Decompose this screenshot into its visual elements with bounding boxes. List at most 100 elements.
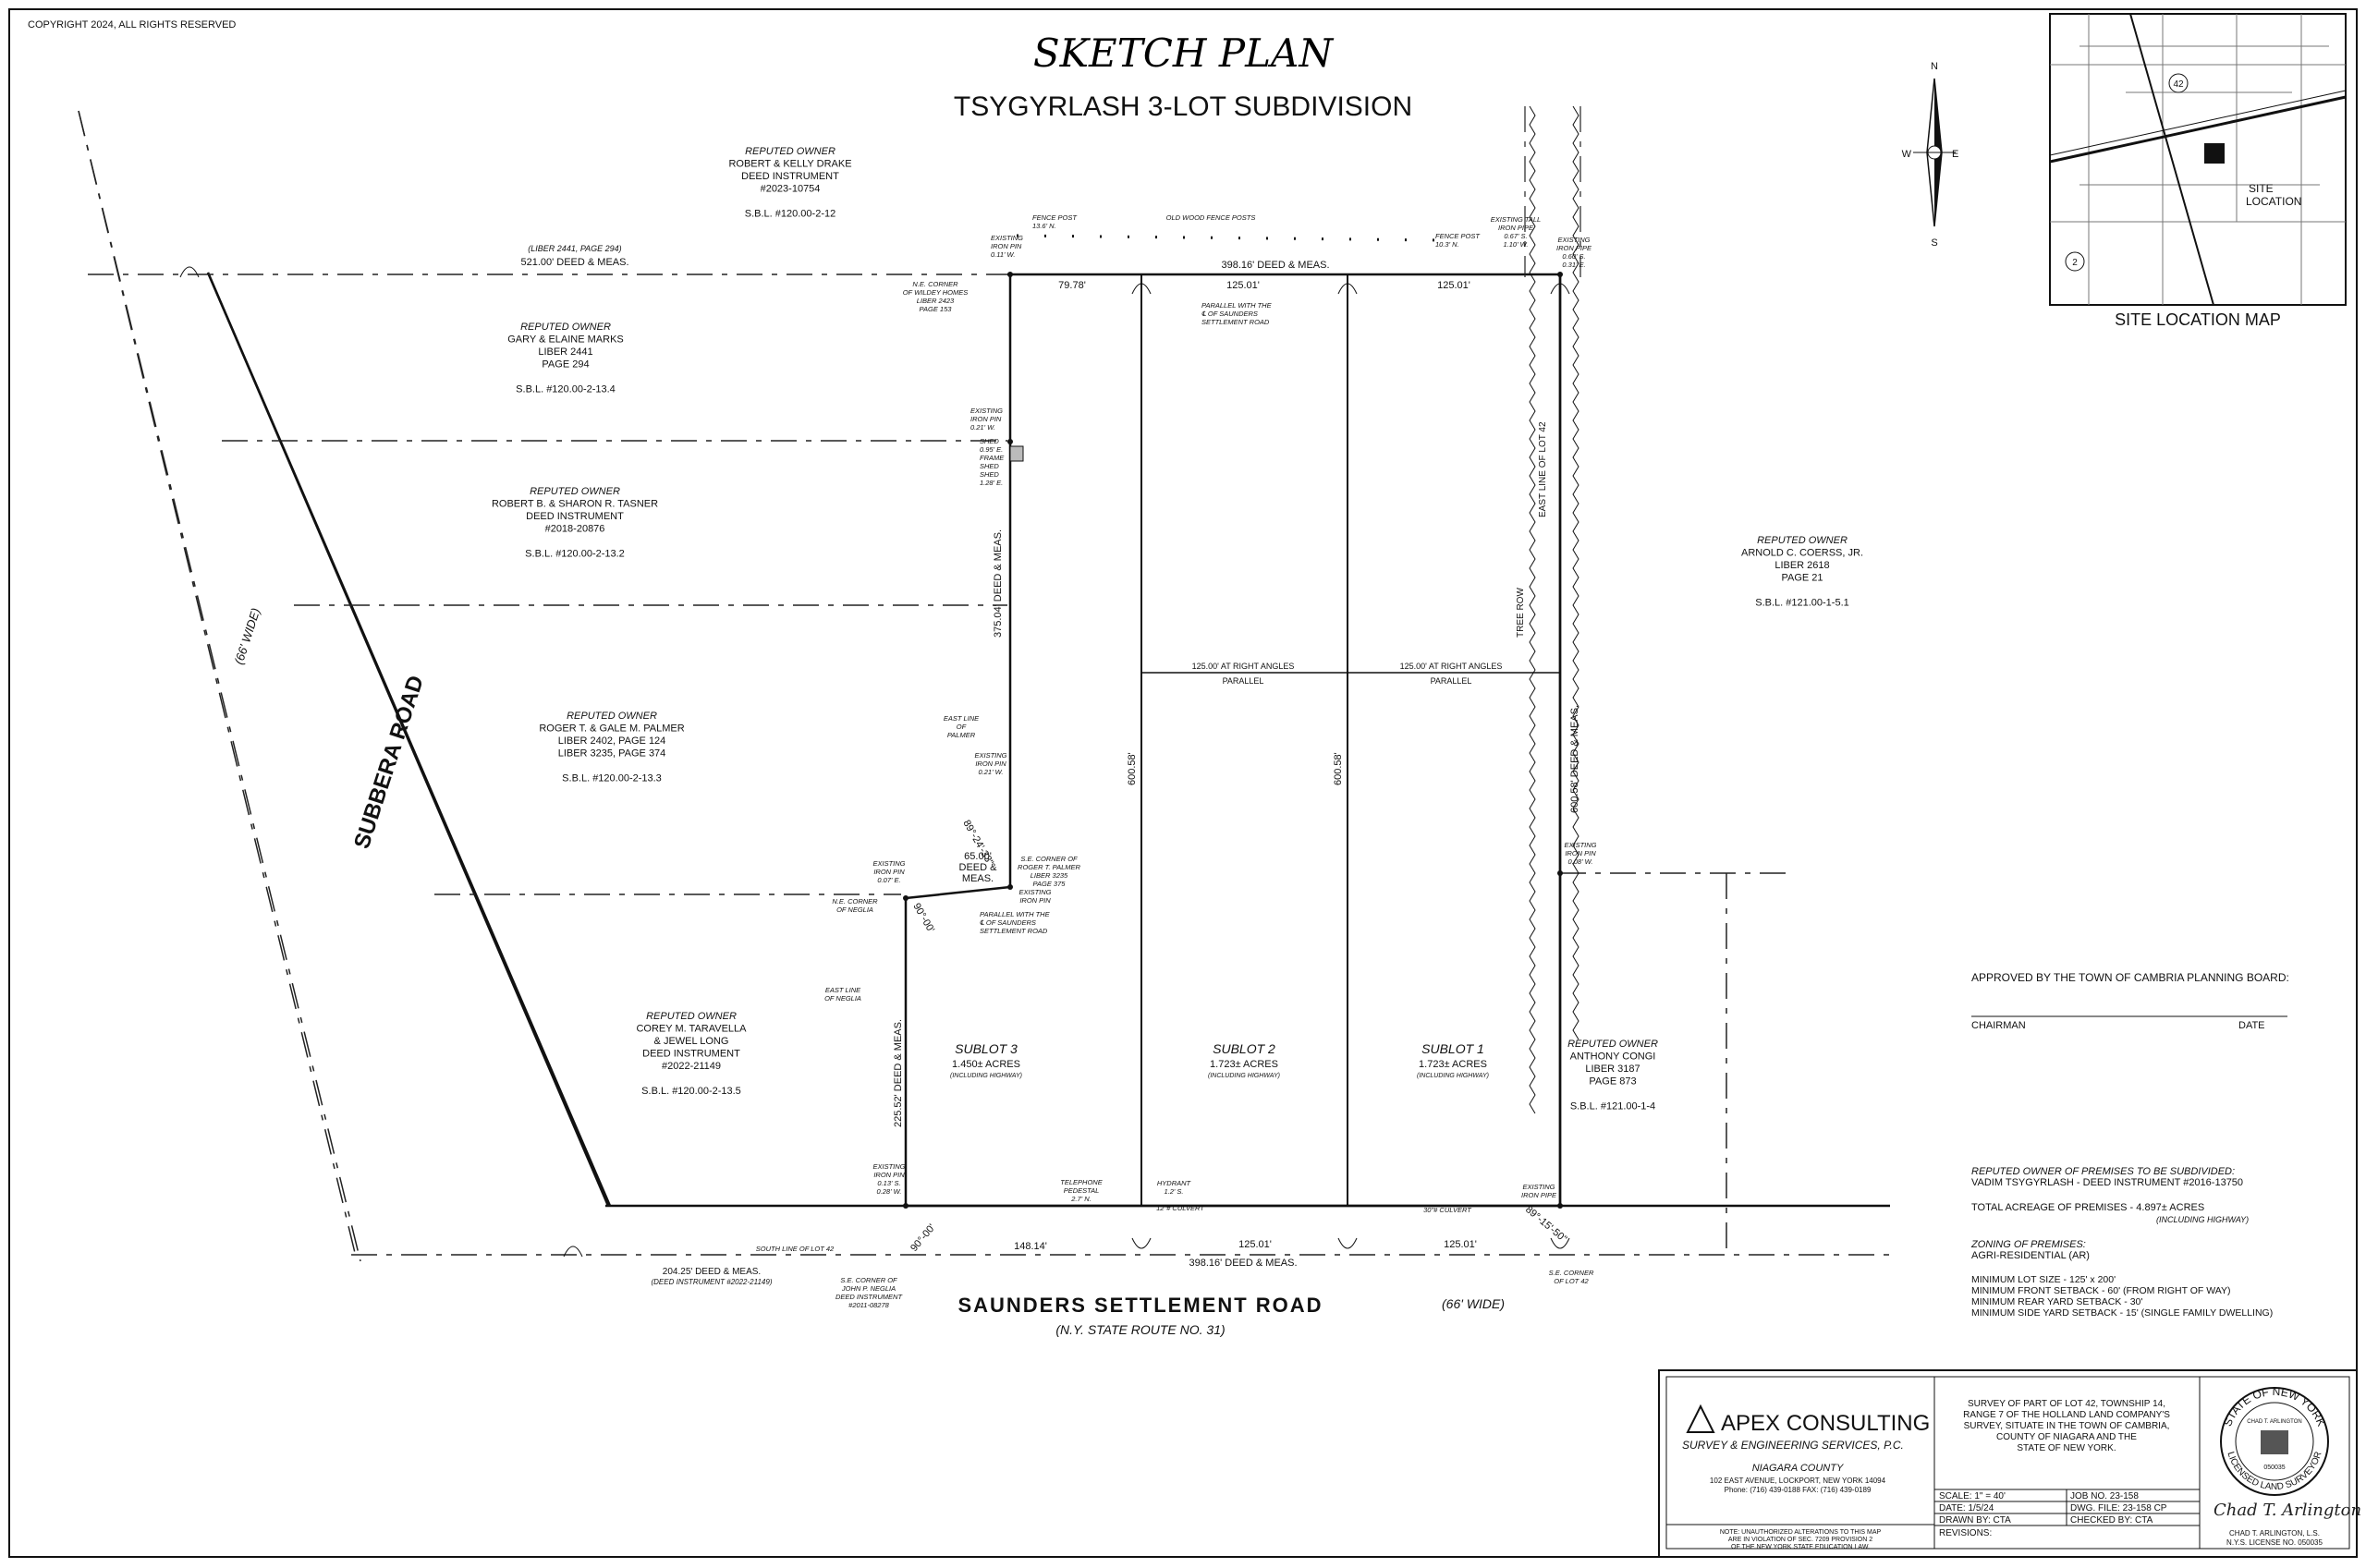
sublot-name: SUBLOT 1 — [1421, 1041, 1484, 1056]
saunders-route-label: (N.Y. STATE ROUTE NO. 31) — [1055, 1322, 1225, 1337]
job-field: JOB NO. 23-158 — [2070, 1491, 2139, 1501]
note-culvert2: 30"# CULVERT — [1423, 1206, 1472, 1214]
note-east-lot42: EAST LINE OF LOT 42 — [1538, 421, 1548, 517]
tree-row-east — [1572, 105, 1579, 1040]
company-address: 102 EAST AVENUE, LOCKPORT, NEW YORK 1409… — [1710, 1477, 1886, 1485]
surveyor-license: N.Y.S. LICENSE NO. 050035 — [2226, 1538, 2323, 1547]
drake-line-dim: 521.00' DEED & MEAS. — [520, 257, 628, 268]
sublot-acres: 1.723± ACRES — [1419, 1059, 1487, 1070]
premises-zoning: ZONING OF PREMISES:AGRI-RESIDENTIAL (AR) — [1970, 1239, 2090, 1261]
copyright-text: COPYRIGHT 2024, ALL RIGHTS RESERVED — [28, 19, 236, 30]
approval-chairman: CHAIRMAN — [1971, 1020, 2026, 1031]
dimension-arrows — [179, 266, 1570, 1258]
lot42-south-dim: 204.25' DEED & MEAS. — [663, 1267, 761, 1277]
approval-line: APPROVED BY THE TOWN OF CAMBRIA PLANNING… — [1971, 971, 2289, 984]
lot42-south-ref: (DEED INSTRUMENT #2022-21149) — [651, 1278, 772, 1286]
site-map-marker-42: 42 — [2173, 79, 2184, 90]
west-lower-dim: 225.52' DEED & MEAS. — [893, 1019, 904, 1127]
sublot-labels: SUBLOT 31.450± ACRES(INCLUDING HIGHWAY)S… — [950, 1041, 1489, 1079]
note-old-fence: OLD WOOD FENCE POSTS — [1166, 213, 1256, 222]
survey-description-text: SURVEY OF PART OF LOT 42, TOWNSHIP 14,RA… — [1963, 1399, 2170, 1453]
note-tree-row: TREE ROW — [1516, 588, 1526, 638]
dwg-field: DWG. FILE: 23-158 CP — [2070, 1503, 2167, 1513]
site-location-map — [2049, 13, 2347, 306]
sublot-2-3-dim: 600.58' — [1127, 752, 1138, 785]
company-county: NIAGARA COUNTY — [1752, 1463, 1844, 1474]
premises-acreage-note: (INCLUDING HIGHWAY) — [2156, 1215, 2249, 1224]
checked-field: CHECKED BY: CTA — [2070, 1515, 2153, 1525]
plan-title: SKETCH PLAN — [1033, 30, 1334, 76]
west-upper-dim: 375.04' DEED & MEAS. — [993, 529, 1004, 638]
angle-sw: 90°-00' — [909, 1222, 937, 1254]
alteration-note-text: NOTE: UNAUTHORIZED ALTERATIONS TO THIS M… — [1720, 1529, 1882, 1550]
site-map-marker-2: 2 — [2072, 258, 2078, 268]
north-arrow-icon — [1913, 78, 1956, 227]
east-label: E — [1952, 149, 1958, 160]
sublot-acres: 1.723± ACRES — [1210, 1059, 1278, 1070]
parallel-left: PARALLEL — [1223, 676, 1264, 686]
subbera-east-row-line — [206, 272, 610, 1207]
note-culvert: 12"# CULVERT — [1156, 1204, 1205, 1212]
saunders-road-label: SAUNDERS SETTLEMENT ROAD — [957, 1294, 1323, 1317]
jog-dim-text: 65.00'DEED &MEAS. — [959, 851, 998, 884]
sublot-note: (INCLUDING HIGHWAY) — [950, 1073, 1022, 1079]
jog-dimension: 65.00'DEED &MEAS. — [959, 851, 998, 884]
company-phone: Phone: (716) 439-0188 FAX: (716) 439-018… — [1725, 1486, 1872, 1494]
north-total-dim: 398.16' DEED & MEAS. — [1221, 260, 1329, 271]
premises-owner: REPUTED OWNER OF PREMISES TO BE SUBDIVID… — [1971, 1166, 2243, 1188]
revisions-field: REVISIONS: — [1939, 1528, 1992, 1538]
date-field: DATE: 1/5/24 — [1939, 1503, 1994, 1513]
south-mid-dim: 125.01' — [1238, 1239, 1272, 1250]
sublot-note: (INCLUDING HIGHWAY) — [1417, 1073, 1489, 1079]
seal-name: CHAD T. ARLINGTON — [2247, 1419, 2301, 1425]
surveyor-name: CHAD T. ARLINGTON, L.S. — [2229, 1529, 2320, 1538]
title-block — [1658, 1369, 2358, 1558]
approval-date: DATE — [2238, 1020, 2265, 1031]
iron-pin-markers — [903, 272, 1563, 1209]
sublot-note: (INCLUDING HIGHWAY) — [1208, 1073, 1280, 1079]
south-east-dim: 125.01' — [1444, 1239, 1477, 1250]
note-south-lot42: SOUTH LINE OF LOT 42 — [756, 1245, 835, 1253]
right-angle-left-dim: 125.00' AT RIGHT ANGLES — [1192, 662, 1295, 671]
alteration-note: NOTE: UNAUTHORIZED ALTERATIONS TO THIS M… — [1720, 1529, 1882, 1550]
site-map-caption: SITE LOCATION MAP — [2115, 310, 2281, 329]
north-mid-dim: 125.01' — [1226, 280, 1260, 291]
drawn-field: DRAWN BY: CTA — [1939, 1515, 2011, 1525]
premises-setbacks: MINIMUM LOT SIZE - 125' x 200'MINIMUM FR… — [1971, 1274, 2273, 1319]
frame-shed — [1009, 445, 1024, 462]
angle-jog-2: 90°-00' — [910, 902, 936, 935]
north-label: N — [1931, 61, 1938, 72]
south-total-dim: 398.16' DEED & MEAS. — [1189, 1258, 1297, 1269]
tree-row-west — [1529, 105, 1536, 1114]
north-west-dim: 79.78' — [1058, 280, 1086, 291]
subbera-road — [78, 110, 612, 1258]
subbera-road-width: (66' WIDE) — [232, 606, 263, 666]
